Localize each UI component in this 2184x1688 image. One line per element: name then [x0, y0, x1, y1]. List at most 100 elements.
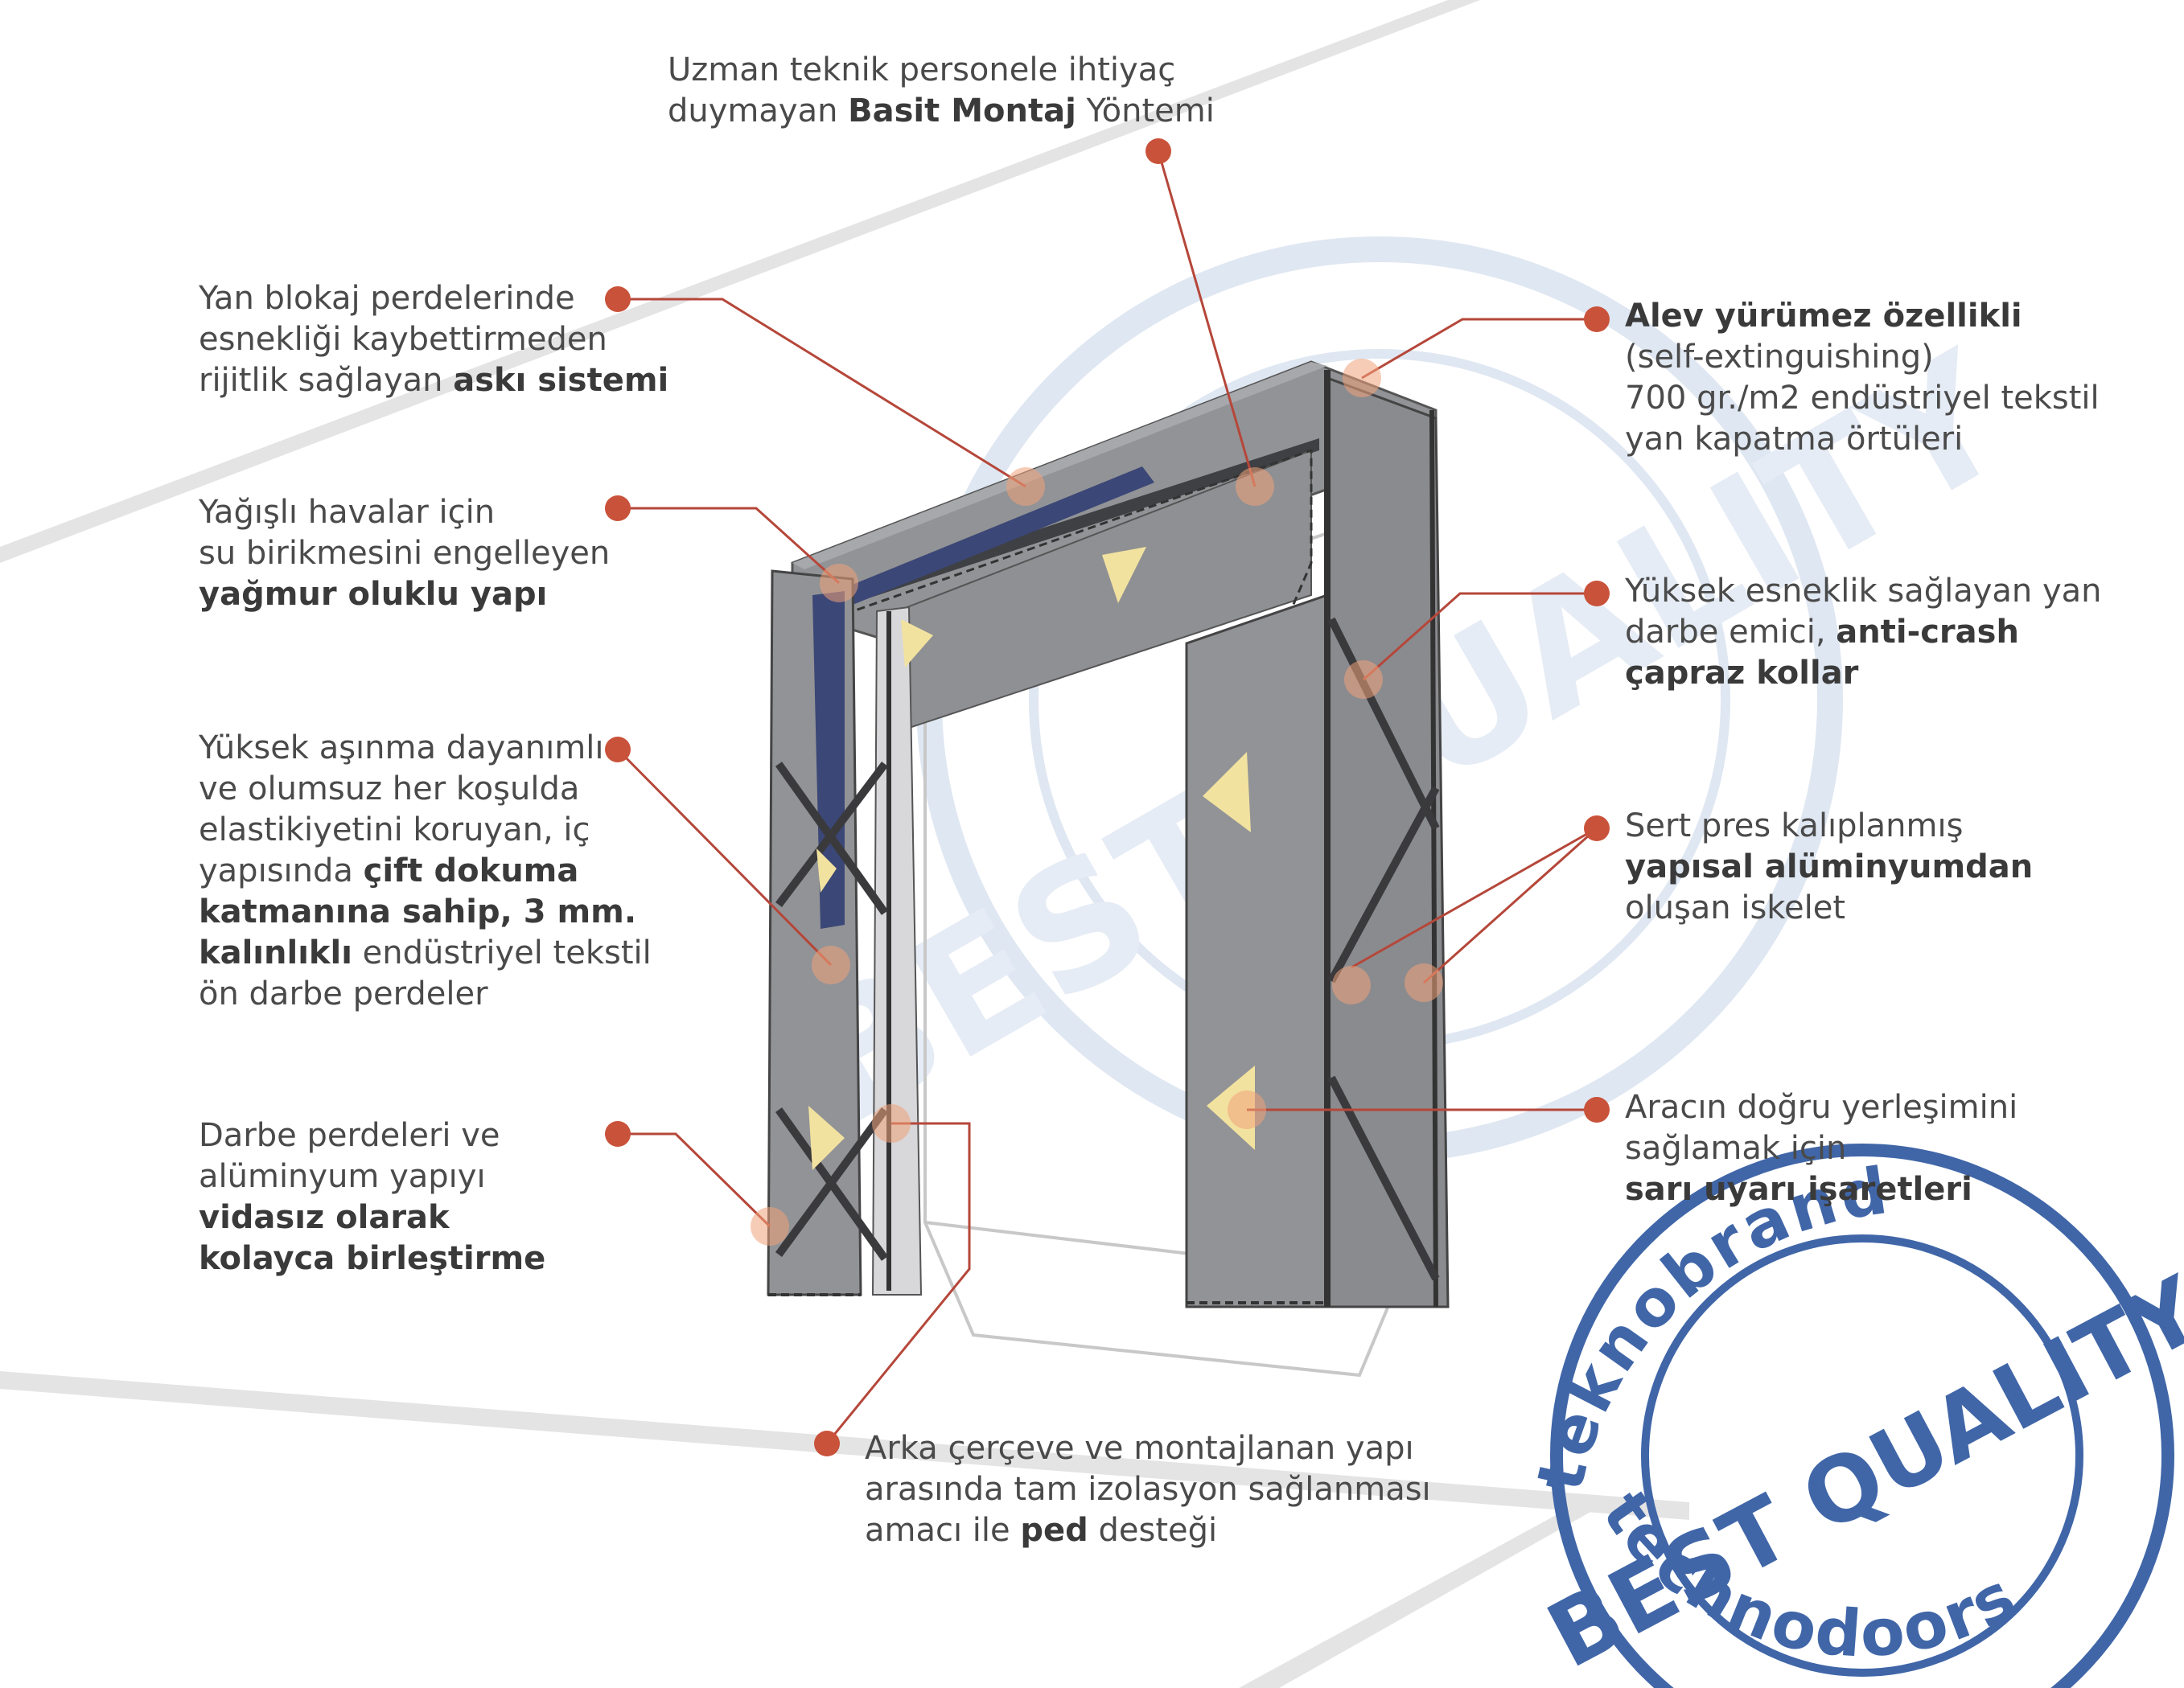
callout-line: Sert pres kalıplanmış	[1625, 806, 2033, 847]
callout-text: oluşan iskelet	[1625, 889, 1846, 926]
callout-text: yan kapatma örtüleri	[1625, 421, 1964, 458]
callout-line: Darbe perdeleri ve	[199, 1115, 545, 1156]
callout-line: vidasız olarak	[199, 1197, 545, 1238]
callout-line: (self-extinguishing)	[1625, 337, 2100, 378]
leader-lines	[616, 150, 1598, 1444]
target-halo	[812, 946, 850, 984]
callout-bold-text: vidasız olarak	[199, 1199, 450, 1236]
callout-line: Yüksek aşınma dayanımlı	[199, 728, 652, 769]
callout-line: duymayan Basit Montaj Yöntemi	[668, 91, 1215, 132]
leader-line	[1361, 318, 1597, 380]
callout-dot	[814, 1431, 840, 1456]
callout-bold-text: askı sistemi	[453, 362, 669, 399]
callout-dot	[1584, 1097, 1610, 1123]
callout-line: kolayca birleştirme	[199, 1238, 545, 1279]
leader-line	[1157, 150, 1257, 487]
target-halos	[751, 359, 1443, 1246]
callout-bold-text: kalınlıklı	[199, 934, 352, 971]
leader-line	[1363, 592, 1597, 681]
callout-line: Alev yürümez özellikli	[1625, 296, 2100, 337]
callout-text: Yağışlı havalar için	[199, 494, 496, 531]
callout-flame-retardant: Alev yürümez özellikli(self-extinguishin…	[1625, 296, 2100, 460]
target-halo	[1343, 359, 1381, 397]
callout-line: sağlamak için	[1625, 1128, 2017, 1169]
callout-line: ve olumsuz her koşulda	[199, 769, 652, 810]
callout-line: elastikiyetini koruyan, iç	[199, 810, 652, 851]
callout-text: endüstriyel tekstil	[352, 934, 652, 971]
target-halo	[820, 564, 858, 602]
best-quality-stamp: teknobrand technodoors BEST QUALITY	[1522, 1144, 2184, 1688]
callout-line: katmanına sahip, 3 mm.	[199, 892, 652, 933]
leader-line	[1351, 827, 1598, 969]
target-halo	[1236, 467, 1274, 506]
callout-bold-text: sarı uyarı işaretleri	[1625, 1171, 1972, 1208]
callout-text: Arka çerçeve ve montajlanan yapı	[865, 1430, 1414, 1467]
leader-line	[618, 298, 1026, 488]
callout-text: Yan blokaj perdelerinde	[199, 280, 575, 317]
callout-text: Sert pres kalıplanmış	[1625, 807, 1964, 844]
callout-dots	[605, 138, 1610, 1456]
callout-text: Yüksek aşınma dayanımlı	[199, 729, 604, 766]
leader-line	[825, 1122, 971, 1444]
callout-bold-text: anti-crash	[1836, 614, 2019, 651]
callout-dot	[605, 286, 631, 312]
callout-bold-text: çift dokuma	[363, 852, 579, 889]
background-stripe	[0, 1371, 1689, 1520]
callout-line: Yüksek esneklik sağlayan yan	[1625, 571, 2102, 612]
callout-hanger-system: Yan blokaj perdelerinde esnekliği kaybett…	[199, 278, 668, 401]
callout-dot	[1584, 815, 1610, 841]
callout-bold-text: kolayca birleştirme	[199, 1240, 546, 1277]
target-halo	[1344, 660, 1383, 699]
target-halo	[751, 1207, 789, 1246]
callout-line: arasında tam izolasyon sağlanması	[865, 1469, 1431, 1510]
warning-marker	[808, 1106, 845, 1170]
callout-text: esnekliği kaybettirmeden	[199, 321, 607, 358]
callout-text: (self-extinguishing)	[1625, 339, 1934, 376]
callout-text: Aracın doğru yerleşimini	[1625, 1089, 2018, 1126]
callout-text: Yöntemi	[1076, 92, 1215, 129]
callout-text: su birikmesini engelleyen	[199, 535, 611, 572]
callout-line: ön darbe perdeler	[199, 974, 652, 1015]
warning-marker	[1203, 752, 1251, 832]
background-stripe	[0, 0, 1480, 563]
callout-text: amacı ile	[865, 1512, 1021, 1549]
callout-line: Uzman teknik personele ihtiyaç	[668, 50, 1215, 91]
callout-dot	[1584, 581, 1610, 606]
target-halo	[1006, 467, 1045, 506]
callout-text: Yüksek esneklik sağlayan yan	[1625, 573, 2102, 610]
background-stripe	[1239, 1504, 1605, 1688]
rain-gutter-bar	[837, 466, 1154, 605]
leader-line	[618, 1132, 771, 1228]
callout-line: yan kapatma örtüleri	[1625, 419, 2100, 460]
callout-text: duymayan	[668, 92, 849, 129]
callout-line: alüminyum yapıyı	[199, 1156, 545, 1197]
warning-marker	[816, 848, 837, 893]
callout-bold-text: Basit Montaj	[848, 92, 1076, 129]
callout-text: elastikiyetini koruyan, iç	[199, 811, 590, 848]
callout-bold-text: katmanına sahip, 3 mm.	[199, 893, 637, 930]
callout-text: ön darbe perdeler	[199, 975, 488, 1012]
callout-line: Arka çerçeve ve montajlanan yapı	[865, 1428, 1431, 1469]
callout-text: Darbe perdeleri ve	[199, 1117, 500, 1154]
callout-text: sağlamak için	[1625, 1130, 1847, 1167]
callout-yellow-markers: Aracın doğru yerleşimini sağlamak için sar…	[1625, 1087, 2017, 1210]
callout-line: su birikmesini engelleyen	[199, 533, 610, 574]
callout-text: desteği	[1088, 1512, 1218, 1549]
callout-dot	[1584, 306, 1610, 332]
target-halo	[1405, 963, 1443, 1002]
leader-line	[618, 507, 841, 585]
callout-line: 700 gr./m2 endüstriyel tekstil	[1625, 378, 2100, 419]
callout-line: yapısında çift dokuma	[199, 851, 652, 892]
callout-bold-text: çapraz kollar	[1625, 655, 1859, 692]
callout-text: Uzman teknik personele ihtiyaç	[668, 51, 1176, 88]
callout-line: kalınlıklı endüstriyel tekstil	[199, 933, 652, 974]
callout-bold-text: yağmur oluklu yapı	[199, 576, 548, 613]
target-halo	[1332, 966, 1371, 1004]
leader-line	[1423, 827, 1598, 984]
callout-text: rijitlik sağlayan	[199, 362, 454, 399]
callout-line: esnekliği kaybettirmeden	[199, 319, 668, 360]
